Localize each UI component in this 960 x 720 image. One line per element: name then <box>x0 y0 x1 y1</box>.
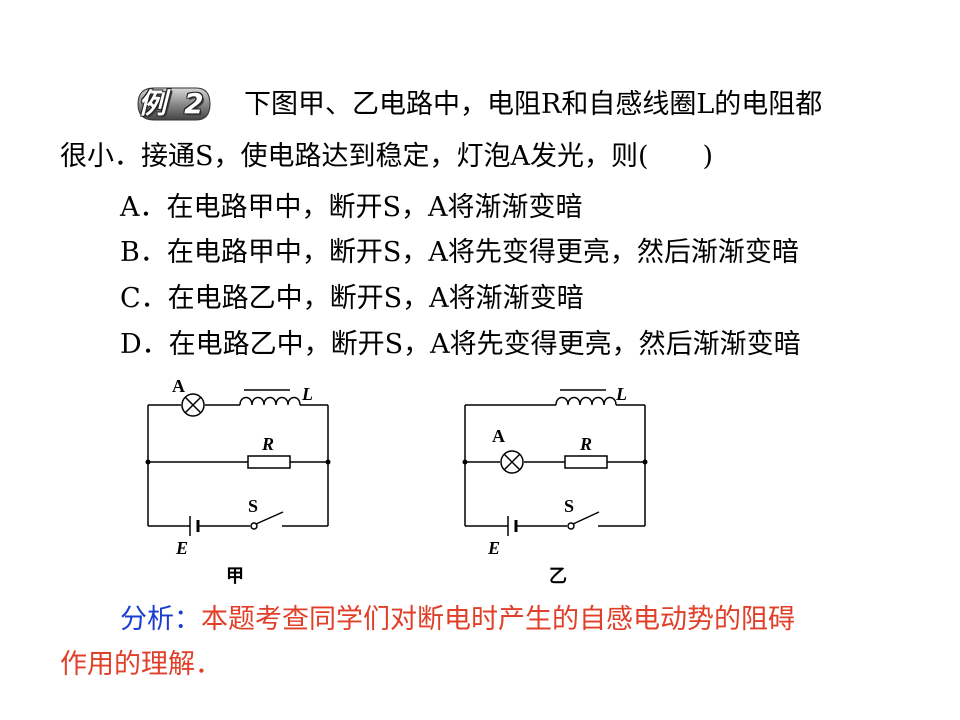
example-badge: 例 2 <box>132 84 214 124</box>
left-lamp-label: A <box>172 376 185 396</box>
left-switch-label: S <box>248 496 258 516</box>
left-resistor <box>247 455 291 469</box>
option-b: B．在电路甲中，断开S，A将先变得更亮，然后渐渐变暗 <box>120 237 799 268</box>
left-switch <box>250 522 258 530</box>
circuit-right <box>464 389 646 536</box>
circuit-left <box>147 389 329 536</box>
question-stem-line2: 很小．接通S，使电路达到稳定，灯泡A发光，则( ) <box>60 141 714 172</box>
right-inductor-label: L <box>615 384 627 404</box>
right-caption: 乙 <box>549 566 567 586</box>
right-resistor <box>564 455 608 469</box>
right-inductor <box>555 396 617 406</box>
analysis-text-line1: 本题考查同学们对断电时产生的自感电动势的阻碍 <box>201 604 795 635</box>
question-stem-line1: 下图甲、乙电路中，电阻R和自感线圈L的电阻都 <box>244 89 823 120</box>
option-d: D．在电路乙中，断开S，A将先变得更亮，然后渐渐变暗 <box>120 329 801 360</box>
right-lamp-label: A <box>492 426 505 446</box>
analysis-line2: 作用的理解． <box>60 649 222 680</box>
left-battery-label: E <box>175 538 188 558</box>
right-switch <box>567 522 575 530</box>
analysis-label: 分析： <box>120 604 201 635</box>
option-c: C．在电路乙中，断开S，A将渐渐变暗 <box>120 283 584 314</box>
right-battery-label: E <box>487 538 500 558</box>
circuit-diagrams: A L R S E 甲 A L R S E 乙 <box>145 376 648 586</box>
left-caption: 甲 <box>226 566 244 586</box>
right-lamp <box>500 450 524 474</box>
badge-background <box>137 87 211 121</box>
option-a: A．在电路甲中，断开S，A将渐渐变暗 <box>120 192 583 223</box>
right-switch-label: S <box>564 496 574 516</box>
left-resistor-label: R <box>261 434 274 454</box>
left-lamp <box>181 393 205 417</box>
badge-label: 例 2 <box>138 87 208 120</box>
left-inductor <box>239 396 301 406</box>
left-inductor-label: L <box>301 384 313 404</box>
right-resistor-label: R <box>579 434 592 454</box>
analysis-line1: 分析：本题考查同学们对断电时产生的自感电动势的阻碍 <box>120 603 795 637</box>
